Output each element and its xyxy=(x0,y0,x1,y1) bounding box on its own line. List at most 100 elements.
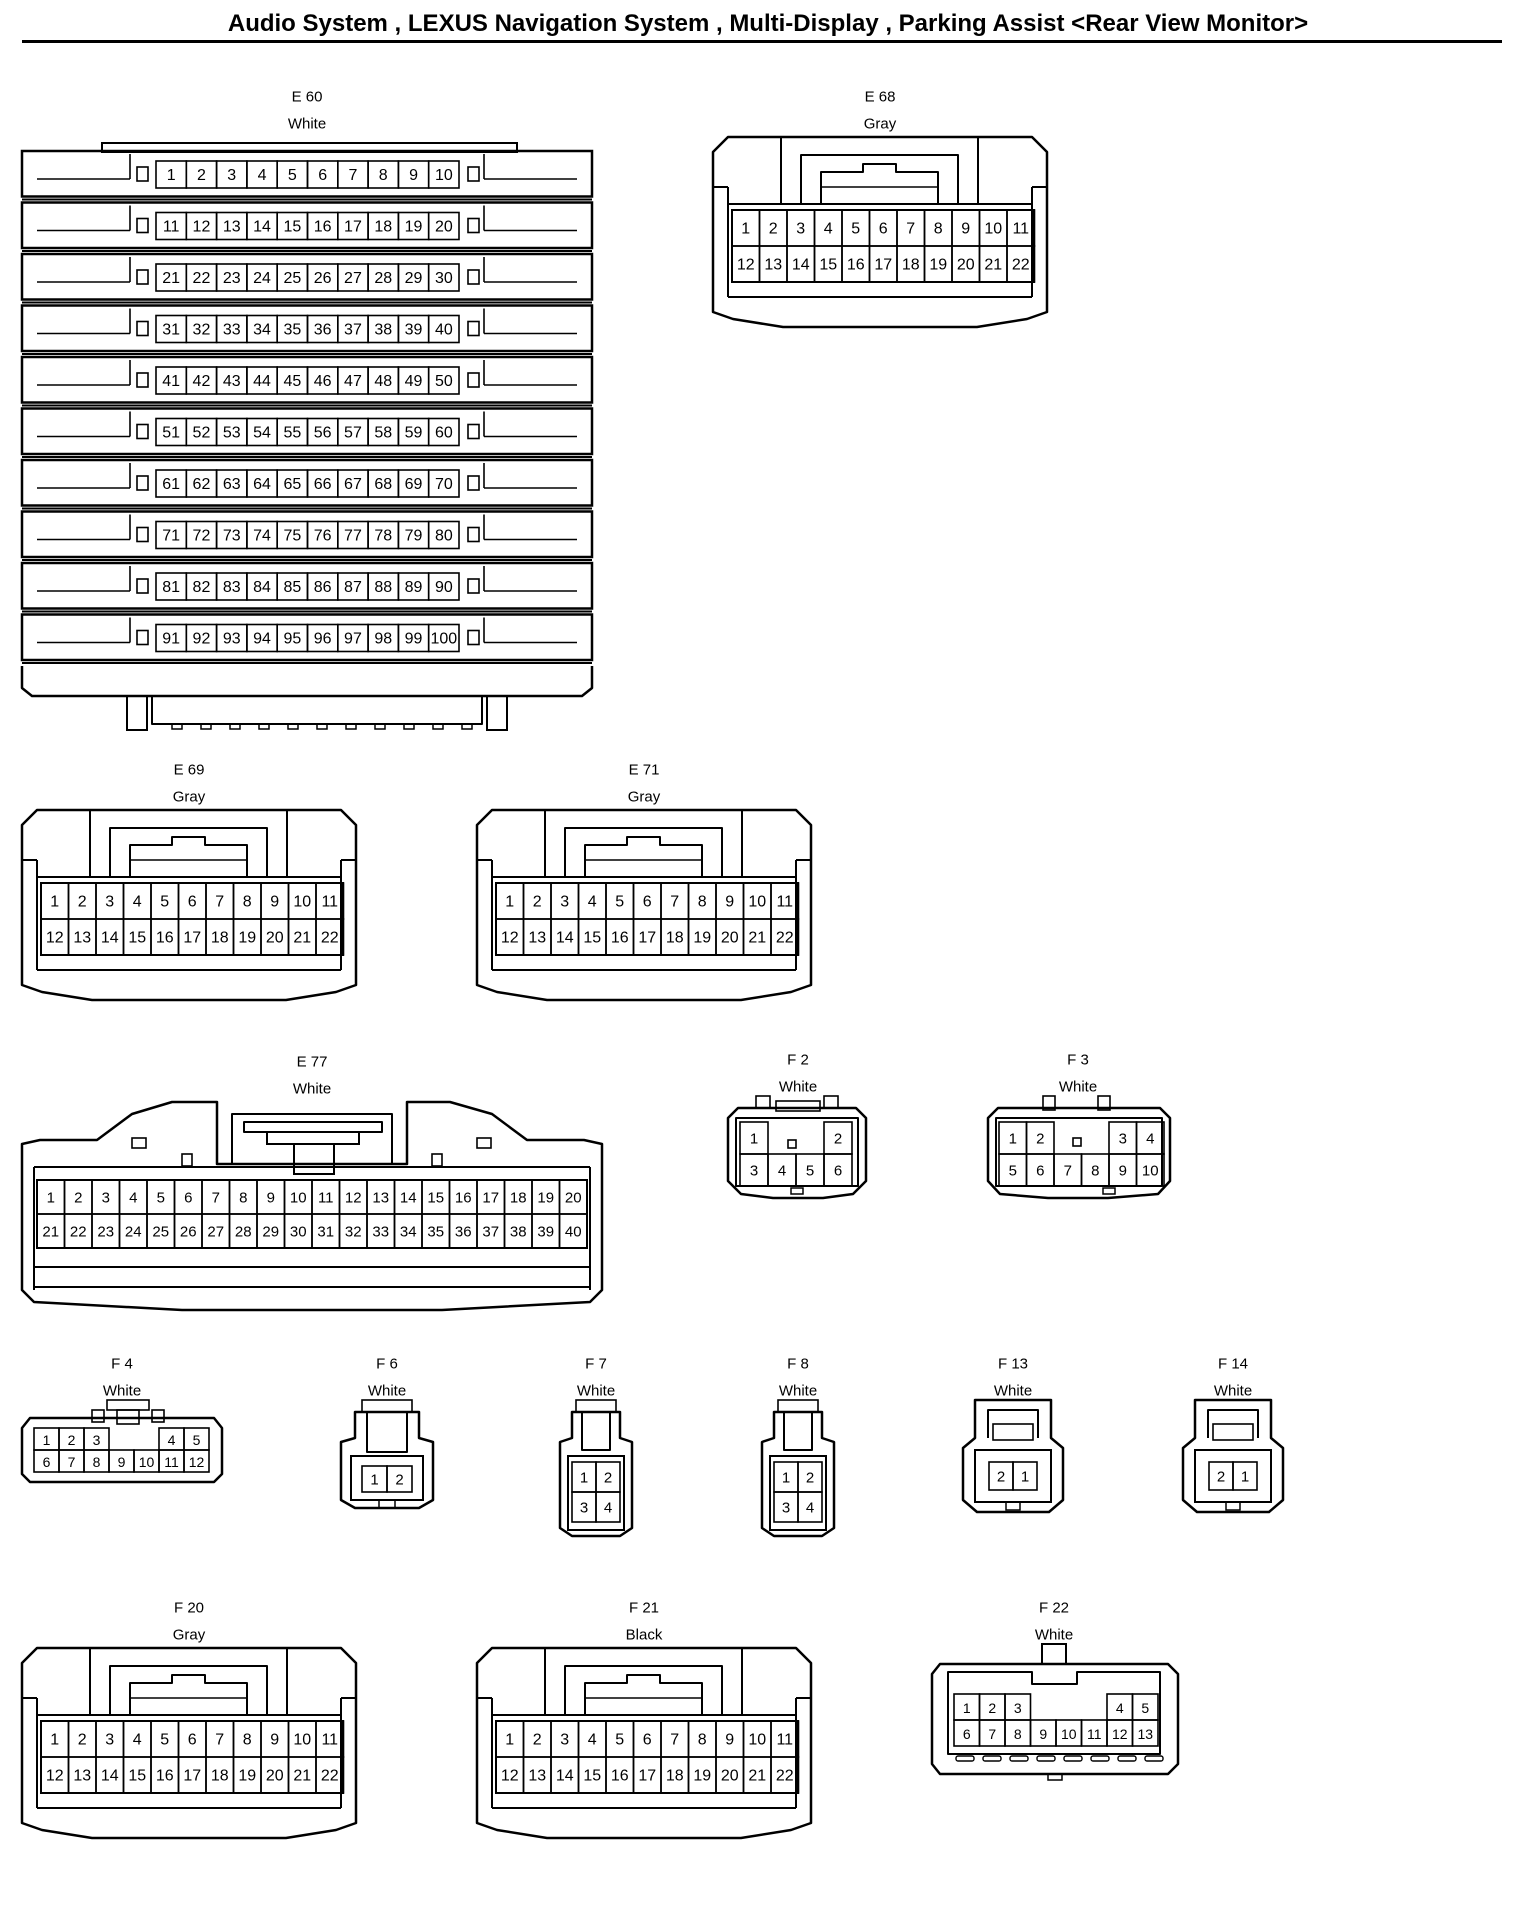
pin-number: 1 xyxy=(370,1472,378,1489)
pin-number: 4 xyxy=(824,221,833,238)
pin-number: 12 xyxy=(189,1454,205,1470)
pin-number: 6 xyxy=(834,1163,842,1180)
pin-number: 18 xyxy=(902,257,920,274)
pin-number: 2 xyxy=(74,1190,82,1207)
pin-number: 7 xyxy=(988,1726,996,1742)
pin-number: 16 xyxy=(314,219,332,236)
pin-number: 11 xyxy=(776,894,793,911)
pin-number: 74 xyxy=(253,528,271,545)
pin-number: 22 xyxy=(321,930,339,947)
pin-number: 8 xyxy=(698,1732,707,1749)
pin-number: 33 xyxy=(223,322,241,339)
pin-cell xyxy=(427,469,460,498)
pin-number: 5 xyxy=(1009,1163,1017,1180)
connector-id: F 20 xyxy=(174,1600,204,1617)
pin-number: 19 xyxy=(693,1768,711,1785)
pin-cell xyxy=(183,1449,210,1473)
pin-number: 5 xyxy=(1141,1700,1149,1716)
pin-number: 6 xyxy=(188,894,197,911)
connector-id: F 13 xyxy=(998,1356,1028,1373)
pin-number: 12 xyxy=(193,219,211,236)
pin-cell xyxy=(797,1491,823,1523)
pin-number: 1 xyxy=(782,1470,790,1487)
pin-number: 19 xyxy=(405,219,423,236)
pin-cell xyxy=(386,1465,413,1493)
pin-number: 13 xyxy=(764,257,782,274)
pin-number: 4 xyxy=(168,1432,176,1448)
pin-number: 4 xyxy=(588,894,597,911)
pin-number: 54 xyxy=(253,425,271,442)
pin-number: 22 xyxy=(193,270,211,287)
pin-cell xyxy=(1012,1461,1038,1491)
pin-number: 100 xyxy=(430,631,457,648)
connector-id: F 2 xyxy=(787,1052,809,1069)
pin-number: 52 xyxy=(193,425,211,442)
pin-number: 1 xyxy=(505,1732,514,1749)
pin-number: 86 xyxy=(314,579,332,596)
connector-id: E 60 xyxy=(292,89,323,106)
pin-number: 5 xyxy=(160,894,169,911)
pin-number: 18 xyxy=(666,930,684,947)
pin-number: 28 xyxy=(235,1224,252,1241)
pin-number: 2 xyxy=(834,1131,842,1148)
pin-number: 8 xyxy=(243,894,252,911)
pin-number: 34 xyxy=(253,322,271,339)
pin-number: 9 xyxy=(1039,1726,1047,1742)
pin-number: 9 xyxy=(270,894,279,911)
pin-number: 20 xyxy=(435,219,453,236)
pin-number: 22 xyxy=(776,1768,794,1785)
pin-number: 76 xyxy=(314,528,332,545)
pin-number: 13 xyxy=(528,930,546,947)
pin-number: 12 xyxy=(46,1768,64,1785)
pin-number: 43 xyxy=(223,373,241,390)
pin-number: 29 xyxy=(405,270,423,287)
pin-number: 2 xyxy=(197,167,206,184)
pin-number: 5 xyxy=(160,1732,169,1749)
pin-number: 14 xyxy=(556,930,574,947)
pin-number: 65 xyxy=(283,476,301,493)
pin-number: 1 xyxy=(750,1131,758,1148)
pin-number: 3 xyxy=(750,1163,758,1180)
pin-number: 38 xyxy=(510,1224,527,1241)
pin-number: 8 xyxy=(93,1454,101,1470)
pin-number: 3 xyxy=(580,1500,588,1517)
connector-id: E 77 xyxy=(297,1054,328,1071)
pin-cell xyxy=(427,623,460,653)
pin-number: 3 xyxy=(102,1190,110,1207)
pin-number: 77 xyxy=(344,528,362,545)
pin-number: 81 xyxy=(162,579,180,596)
pin-number: 72 xyxy=(193,528,211,545)
header-divider xyxy=(22,40,1502,43)
pin-number: 21 xyxy=(42,1224,59,1241)
pin-number: 2 xyxy=(78,894,87,911)
pin-number: 13 xyxy=(223,219,241,236)
pin-number: 4 xyxy=(604,1500,612,1517)
pin-number: 14 xyxy=(792,257,810,274)
pin-number: 88 xyxy=(374,579,392,596)
pin-number: 40 xyxy=(565,1224,582,1241)
pin-number: 1 xyxy=(167,167,176,184)
pin-number: 11 xyxy=(318,1190,334,1207)
pin-number: 10 xyxy=(293,894,311,911)
connector-color: White xyxy=(1035,1627,1073,1644)
pin-number: 10 xyxy=(748,1732,766,1749)
pin-number: 5 xyxy=(615,894,624,911)
pin-number: 1 xyxy=(1009,1131,1017,1148)
pin-number: 2 xyxy=(997,1469,1005,1486)
pin-number: 45 xyxy=(283,373,301,390)
pin-number: 64 xyxy=(253,476,271,493)
pin-number: 16 xyxy=(156,1768,174,1785)
pin-number: 36 xyxy=(314,322,332,339)
pin-number: 93 xyxy=(223,631,241,648)
pin-number: 19 xyxy=(693,930,711,947)
pin-number: 4 xyxy=(588,1732,597,1749)
pin-number: 25 xyxy=(283,270,301,287)
pin-number: 17 xyxy=(874,257,892,274)
pin-number: 6 xyxy=(643,1732,652,1749)
